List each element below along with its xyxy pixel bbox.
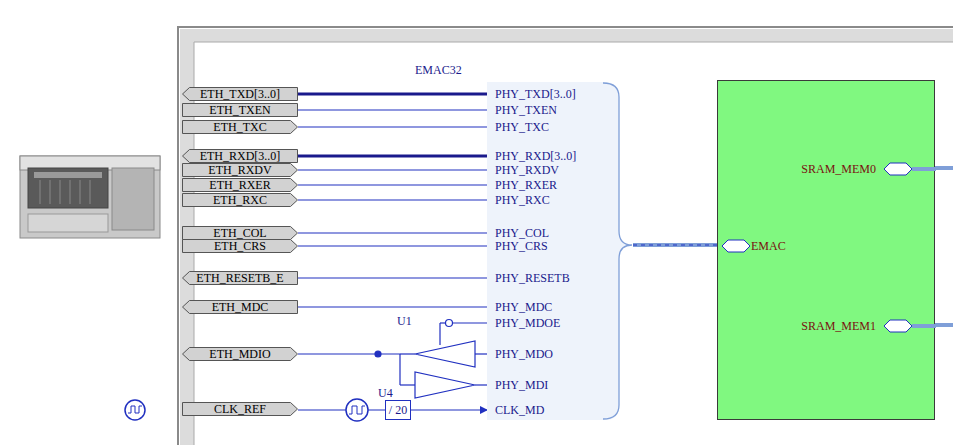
port-symbol: ETH_TXEN [182,103,298,117]
pin-name: PHY_RXC [495,193,550,207]
bus-port-symbol [884,320,912,332]
pin-name: CLK_MD [495,403,544,417]
port-shape [183,194,298,207]
port-symbol: ETH_MDIO [182,347,298,361]
port-symbol: ETH_MDC [182,300,298,314]
port-symbol: CLK_REF [182,402,298,416]
port-symbol: ETH_RXER [182,178,298,192]
pin-name: PHY_CRS [495,239,548,253]
port-name: ETH_TXEN [209,103,270,117]
sheet-frame [178,27,953,445]
port-name: ETH_RXD[3..0] [200,149,281,163]
signal-wire [298,155,487,158]
signal-wire [298,93,487,96]
port-symbol: ETH_RXDV [182,163,298,177]
pin-name: PHY_MDC [495,300,552,314]
harness-fill [487,82,633,420]
signal-wire [411,409,487,410]
signal-wire [298,245,487,246]
port-name: ETH_TXD[3..0] [200,87,280,101]
pin-name: PHY_RXD[3..0] [495,149,576,163]
emac-block: EMAC SRAM_MEM0SRAM_MEM1 [717,80,935,420]
port-symbol: ETH_CRS [182,239,298,253]
bus-wire [935,166,953,170]
signal-wire [298,169,487,170]
port-shape [183,150,298,163]
signal-wire [298,109,487,110]
port-symbol: ETH_COL [182,226,298,240]
port-name: ETH_RXDV [208,163,271,177]
signal-wire [298,126,487,127]
pin-name: PHY_RXDV [495,163,559,177]
port-shape [183,88,298,101]
pin-name: PHY_RESETB [495,271,570,285]
bus-port-symbol [722,240,750,252]
component-designator: U1 [397,314,412,328]
memory-port-name: SRAM_MEM0 [801,162,876,176]
pin-name: PHY_TXC [495,120,549,134]
signal-wire [298,232,487,233]
port-shape [183,403,298,416]
port-shape [183,104,298,117]
bus-harness: EMAC32PHY_TXD[3..0]PHY_TXENPHY_TXCPHY_RX… [487,82,633,420]
port-shape [183,121,298,134]
port-name: ETH_RXC [213,193,267,207]
bus-connector-hatch [633,245,717,246]
port-shape [183,240,298,253]
pin-name: PHY_MDO [495,347,553,361]
port-shape [183,348,298,361]
port-symbol: ETH_TXD[3..0] [182,87,298,101]
pin-name: PHY_TXEN [495,103,557,117]
port-name: ETH_COL [213,226,266,240]
pin-name: PHY_RXER [495,178,557,192]
port-name: ETH_CRS [214,239,266,253]
harness-bracket-line [603,83,632,419]
divider-ratio: / 20 [389,403,407,417]
clock-source-symbol [125,400,145,420]
port-name: ETH_MDIO [209,347,270,361]
port-name: ETH_TXC [213,120,266,134]
memory-port-name: SRAM_MEM1 [801,319,876,333]
divider-block: / 20 [385,400,411,420]
port-shape [183,179,298,192]
bus-connector [633,243,717,247]
port-symbol: ETH_RXC [182,193,298,207]
port-name: ETH_MDC [212,300,269,314]
port-shape [183,301,298,314]
pin-name: PHY_MDI [495,378,548,392]
bus-wire [935,323,953,327]
signal-wire [298,409,385,410]
port-shape [183,164,298,177]
port-shape [183,227,298,240]
port-symbol: ETH_TXC [182,120,298,134]
port-symbol: ETH_RESETB_E [182,271,298,285]
pin-name: PHY_MDOE [495,316,560,330]
bus-wire [912,324,936,328]
port-shape [183,272,298,285]
port-name: EMAC [751,239,786,253]
component-designator: U4 [378,386,393,400]
pin-name: PHY_COL [495,226,549,240]
clock-buffer-symbol [346,399,368,421]
signal-wire [298,199,487,200]
port-name: ETH_RESETB_E [196,271,283,285]
emac-port-symbols [718,81,936,421]
signal-wire [298,184,487,185]
port-name: CLK_REF [214,402,266,416]
signal-wire [298,277,487,278]
port-symbol: ETH_RXD[3..0] [182,149,298,163]
rj45-connector [20,156,160,238]
pin-name: PHY_TXD[3..0] [495,87,576,101]
harness-name: EMAC32 [415,63,462,77]
bus-port-symbol [884,163,912,175]
bus-wire [912,167,936,171]
signal-wire [298,306,487,307]
port-name: ETH_RXER [209,178,270,192]
